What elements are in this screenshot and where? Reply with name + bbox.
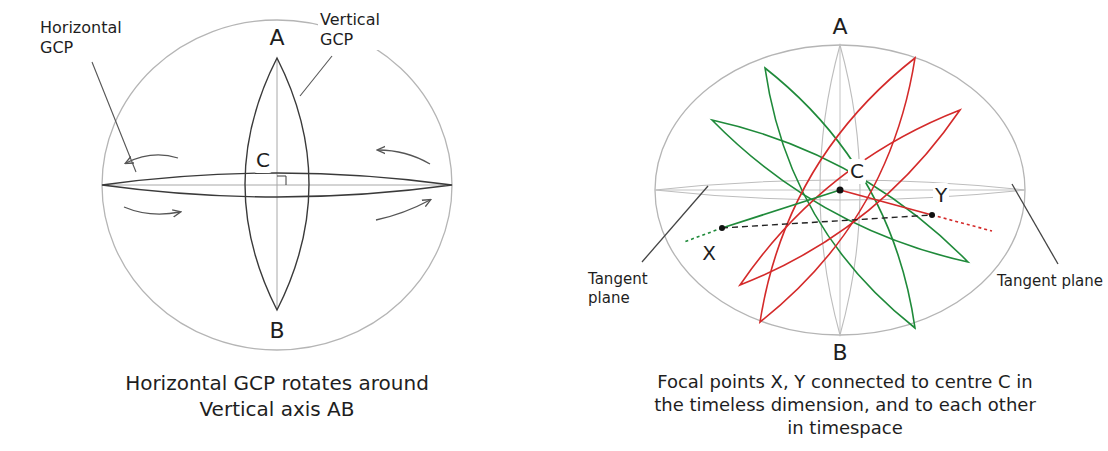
sphere-outline bbox=[655, 45, 1025, 335]
leader-line bbox=[300, 56, 332, 96]
axis-line bbox=[277, 58, 278, 310]
tangent-plane bbox=[642, 186, 708, 262]
focal-point bbox=[929, 212, 935, 218]
rotation-arrow bbox=[126, 155, 178, 163]
point-label: B bbox=[830, 339, 849, 367]
focal-point bbox=[719, 225, 725, 231]
caption: Horizontal GCP rotates around Vertical a… bbox=[117, 370, 437, 422]
centre-point bbox=[837, 187, 844, 194]
rotation-arrow bbox=[376, 200, 430, 220]
point-label: X bbox=[700, 241, 718, 266]
right-sphere bbox=[642, 45, 1058, 335]
point-label: C bbox=[254, 148, 272, 173]
axis-line bbox=[102, 185, 452, 186]
leader-line bbox=[92, 62, 136, 172]
timespace-line bbox=[722, 215, 932, 228]
point-label: C bbox=[848, 159, 866, 184]
point-label: Y bbox=[933, 183, 949, 208]
horizontal-gcp bbox=[655, 180, 1025, 200]
callout-label: Horizontal GCP bbox=[38, 18, 138, 58]
caption: Focal points X, Y connected to centre C … bbox=[650, 370, 1040, 439]
sphere-outline bbox=[102, 20, 452, 350]
radius-line bbox=[840, 190, 932, 215]
rotation-arrow bbox=[124, 207, 180, 214]
point-label: A bbox=[830, 13, 849, 41]
right-angle-mark bbox=[277, 176, 286, 185]
extension-line bbox=[684, 228, 722, 242]
horizontal-gcp bbox=[102, 173, 452, 197]
point-label: B bbox=[267, 317, 286, 345]
callout-label: Tangent plane bbox=[995, 272, 1105, 291]
tangent-plane bbox=[1012, 184, 1058, 264]
extension-line bbox=[932, 215, 992, 231]
red-gcp bbox=[740, 110, 960, 285]
callout-label: Vertical GCP bbox=[318, 10, 406, 50]
rotation-arrow bbox=[378, 150, 430, 164]
point-label: A bbox=[267, 24, 286, 52]
callout-label: Tangent plane bbox=[586, 270, 666, 308]
left-sphere bbox=[92, 20, 452, 350]
vertical-gcp bbox=[245, 58, 309, 310]
